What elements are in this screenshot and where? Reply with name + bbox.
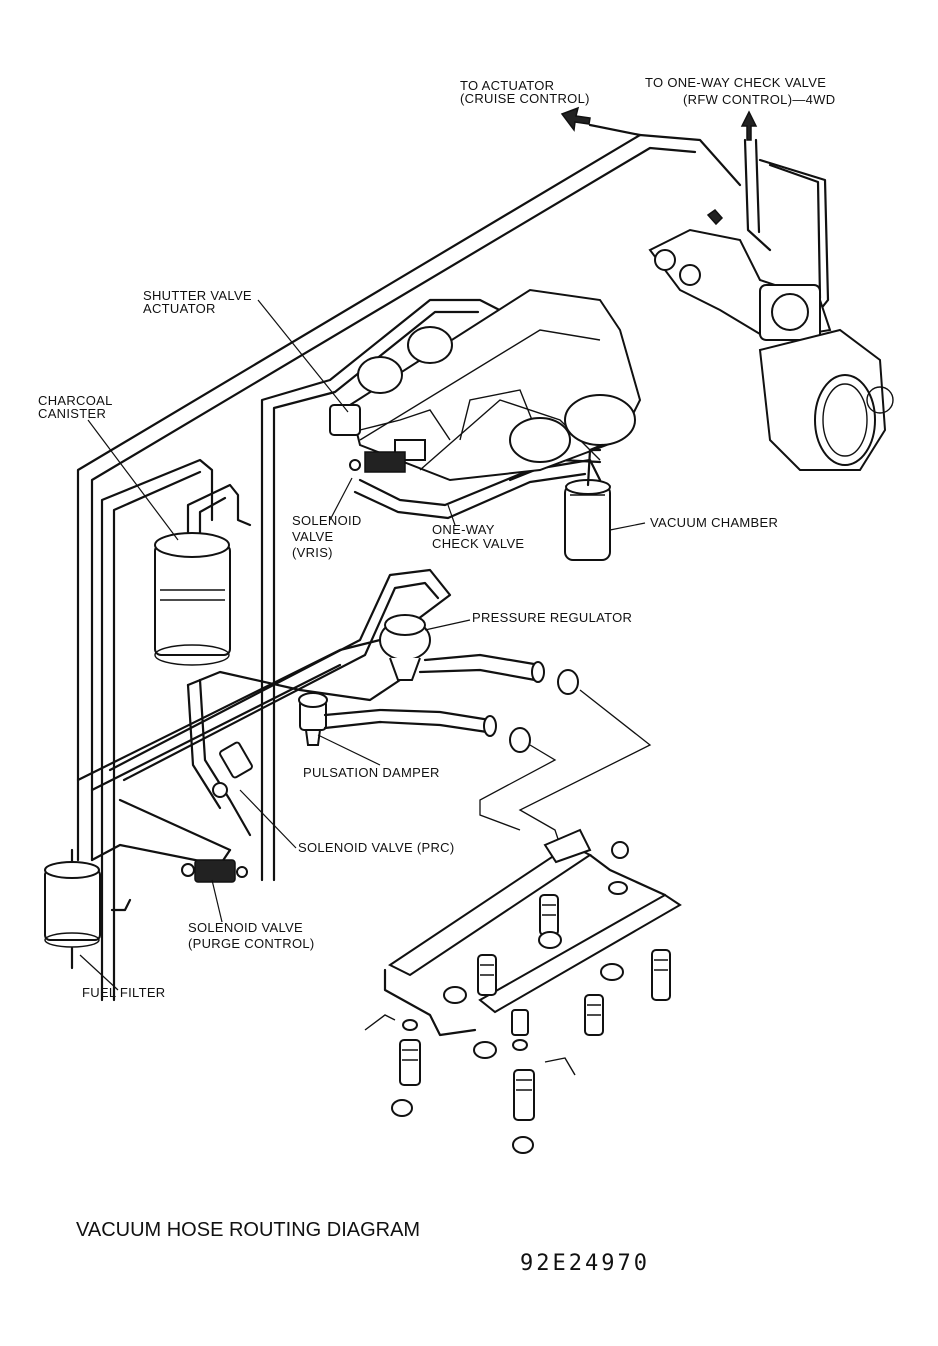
label-shutter-valve-line2: ACTUATOR bbox=[143, 301, 216, 316]
arrow-to-check-valve-icon bbox=[740, 110, 758, 141]
pulsation-damper bbox=[298, 692, 531, 753]
label-solenoid-prc: SOLENOID VALVE (PRC) bbox=[298, 840, 455, 855]
figure-code: 92E24970 bbox=[520, 1251, 650, 1276]
label-solenoid-vris-line2: VALVE bbox=[292, 529, 334, 544]
label-charcoal-canister-line1: CHARCOAL bbox=[38, 393, 113, 408]
charcoal-canister bbox=[154, 532, 231, 666]
pressure-regulator bbox=[379, 614, 579, 695]
label-solenoid-vris-line3: (VRIS) bbox=[292, 545, 333, 560]
arrow-to-actuator-icon bbox=[560, 106, 591, 132]
label-solenoid-purge-line1: SOLENOID VALVE bbox=[188, 920, 303, 935]
label-one-way-check-line1: ONE-WAY bbox=[432, 522, 495, 537]
callout-labels: TO ACTUATOR (CRUISE CONTROL) TO ONE-WAY … bbox=[38, 75, 835, 1000]
label-vacuum-chamber: VACUUM CHAMBER bbox=[650, 515, 778, 530]
label-to-actuator-line2: (CRUISE CONTROL) bbox=[460, 91, 590, 106]
label-charcoal-canister-line2: CANISTER bbox=[38, 406, 106, 421]
intake-manifold bbox=[329, 288, 642, 482]
fuel-rail-injectors bbox=[364, 828, 682, 1154]
label-shutter-valve-line1: SHUTTER VALVE bbox=[143, 288, 252, 303]
injector bbox=[584, 994, 604, 1036]
injector bbox=[651, 949, 671, 1001]
fuel-filter bbox=[44, 848, 101, 970]
label-solenoid-purge-line2: (PURGE CONTROL) bbox=[188, 936, 315, 951]
vacuum-hoses bbox=[76, 123, 830, 1002]
label-pulsation-damper: PULSATION DAMPER bbox=[303, 765, 440, 780]
label-pressure-regulator: PRESSURE REGULATOR bbox=[472, 610, 632, 625]
label-solenoid-vris-line1: SOLENOID bbox=[292, 513, 362, 528]
direction-arrows bbox=[560, 106, 758, 141]
throttle-body bbox=[648, 208, 894, 471]
injector bbox=[399, 1039, 421, 1086]
label-fuel-filter: FUEL FILTER bbox=[82, 985, 165, 1000]
leader-lines bbox=[79, 299, 646, 991]
diagram-caption: VACUUM HOSE ROUTING DIAGRAM bbox=[76, 1219, 420, 1241]
label-to-check-valve-line2: (RFW CONTROL)—4WD bbox=[683, 92, 835, 107]
vacuum-chamber bbox=[564, 443, 611, 561]
injector bbox=[513, 1069, 535, 1121]
injector bbox=[539, 894, 559, 936]
label-one-way-check-line2: CHECK VALVE bbox=[432, 536, 524, 551]
label-to-check-valve-line1: TO ONE-WAY CHECK VALVE bbox=[645, 75, 826, 90]
label-to-actuator-line1: TO ACTUATOR bbox=[460, 78, 554, 93]
injector bbox=[477, 954, 497, 996]
solenoid-valve-purge bbox=[181, 859, 248, 883]
solenoid-valve-prc bbox=[212, 741, 253, 798]
